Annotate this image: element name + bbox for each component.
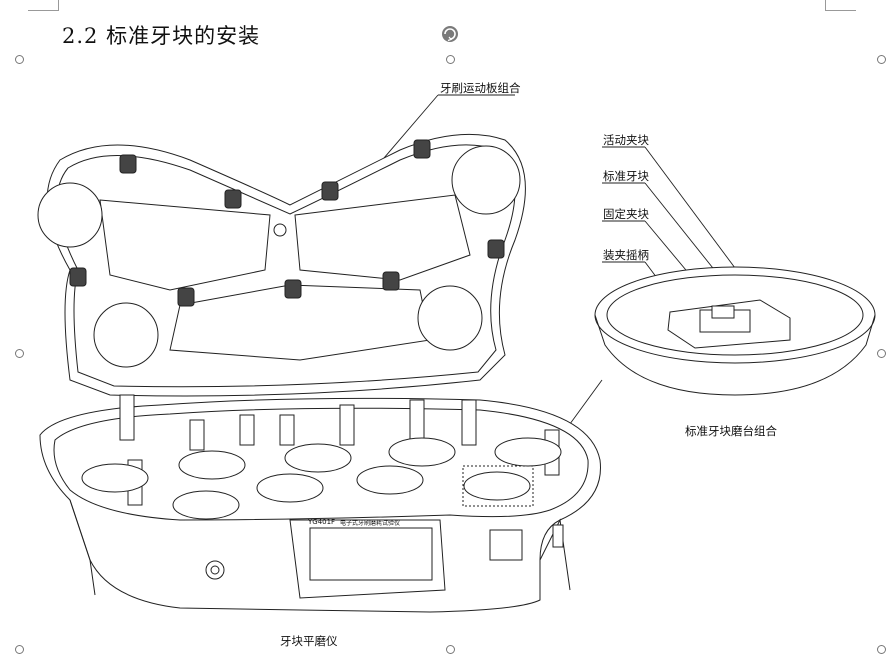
- section-title: 2.2 标准牙块的安装: [62, 24, 261, 48]
- label-grinding-table: 标准牙块磨台组合: [685, 424, 777, 438]
- label-standard-block: 标准牙块: [603, 169, 649, 183]
- label-brush-plate: 牙刷运动板组合: [440, 81, 521, 95]
- machine-drawing: [39, 394, 601, 613]
- resize-handle-tl[interactable]: [15, 55, 24, 64]
- resize-handle-tc[interactable]: [446, 55, 455, 64]
- label-clamp-handle: 装夹摇柄: [603, 248, 649, 262]
- page-corner-top-left: [28, 0, 59, 11]
- label-movable-clamp: 活动夹块: [603, 133, 649, 147]
- label-fixed-clamp: 固定夹块: [603, 207, 649, 221]
- label-machine: 牙块平磨仪: [280, 634, 338, 648]
- resize-handle-br[interactable]: [877, 645, 886, 654]
- device-panel-caption: 电子式牙刷磨耗试验仪: [340, 520, 401, 527]
- grinding-table-drawing: [594, 266, 876, 396]
- resize-handle-tr[interactable]: [877, 55, 886, 64]
- page-corner-top-right: [825, 0, 856, 11]
- rotate-icon[interactable]: [442, 26, 458, 42]
- resize-handle-mr[interactable]: [877, 349, 886, 358]
- resize-handle-bl[interactable]: [15, 645, 24, 654]
- resize-handle-bc[interactable]: [446, 645, 455, 654]
- device-model-label: YG401F: [308, 518, 336, 526]
- resize-handle-ml[interactable]: [15, 349, 24, 358]
- brush-plate-drawing: [37, 133, 526, 397]
